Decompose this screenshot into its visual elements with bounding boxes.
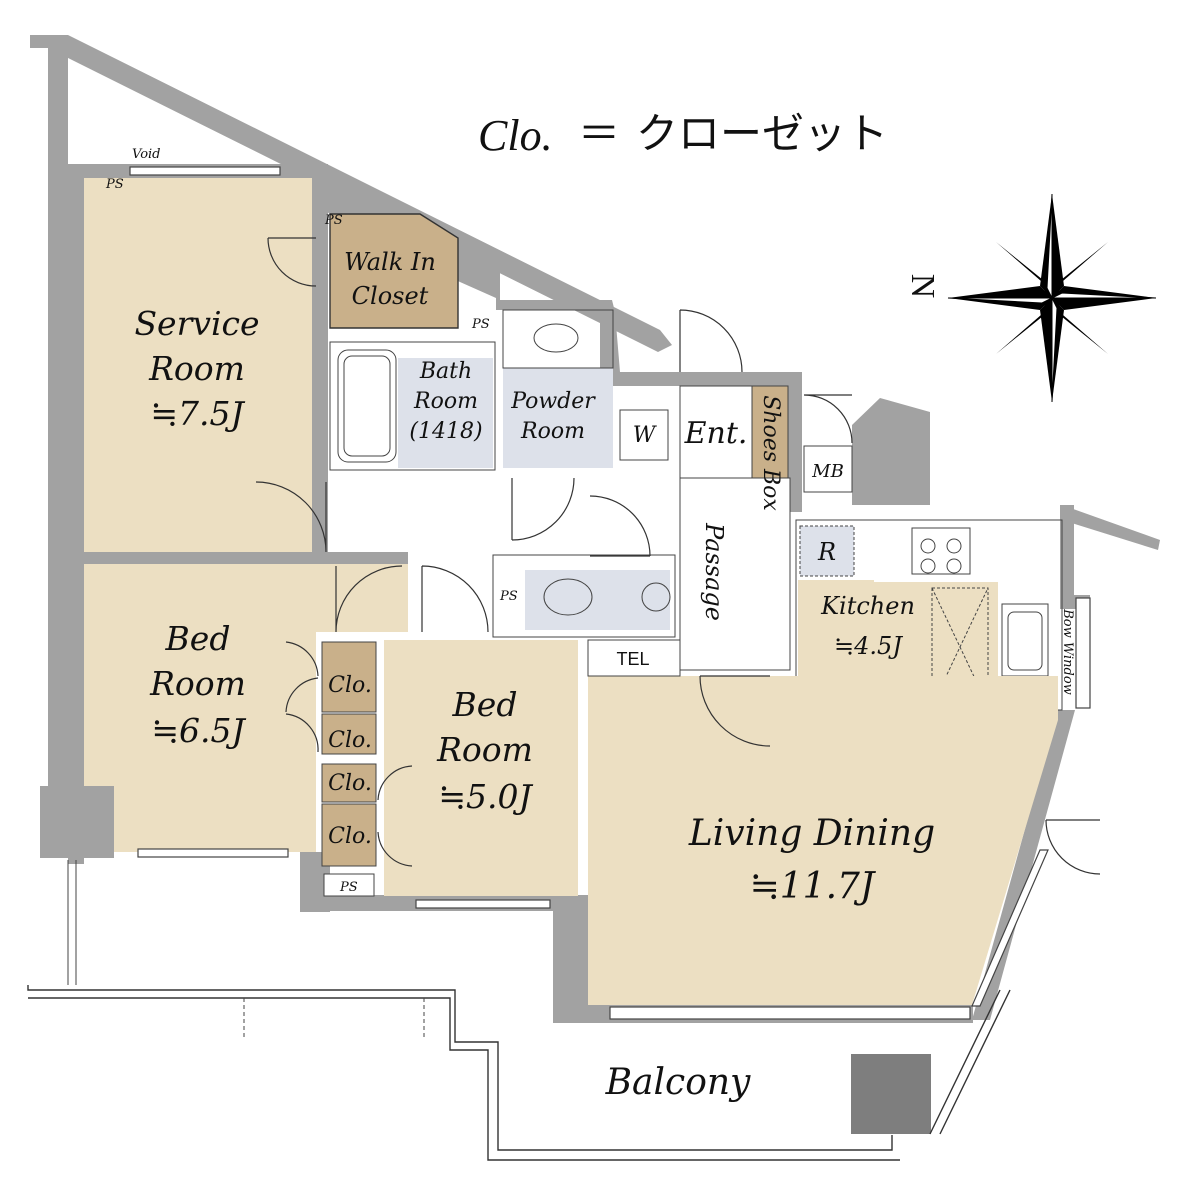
legend-meaning: クローゼット — [636, 109, 888, 158]
powder-room-name: Powder — [510, 389, 596, 414]
shoes-box-label: Shoes Box — [758, 395, 783, 511]
pipe-space-label: PS — [499, 589, 518, 604]
doors — [255, 237, 1101, 875]
bed-room-1-name: Bed — [165, 619, 231, 658]
passage-label: Passage — [700, 522, 728, 621]
service-room-name: Room — [148, 349, 245, 388]
bow-window-label: Bow Window — [1060, 608, 1075, 695]
service-room-size: ≒7.5J — [150, 394, 245, 433]
closet-label: Clo. — [328, 673, 372, 698]
walk-in-closet-name: Walk In — [344, 248, 436, 276]
bed-room-1-name: Room — [149, 664, 246, 703]
living-dining-name: Living Dining — [688, 813, 935, 854]
bed-room-2-floor — [384, 640, 578, 896]
toilet-floor — [525, 570, 670, 630]
washer-label: W — [633, 423, 658, 448]
kitchen-size: ≒4.5J — [834, 632, 903, 660]
refrigerator-label: R — [817, 538, 836, 566]
legend-equals: ＝ — [578, 109, 620, 158]
closet-label: Clo. — [328, 728, 372, 753]
powder-room-name: Room — [520, 419, 585, 444]
powder-room-floor — [503, 368, 613, 468]
bath-room-code: (1418) — [409, 419, 482, 444]
compass-rose-icon — [947, 193, 1157, 403]
bath-room-name: Bath — [419, 359, 472, 384]
refrigerator-box — [800, 526, 854, 576]
compass-north-label: N — [904, 274, 941, 299]
pipe-space-label: PS — [471, 317, 490, 332]
living-dining-floor — [588, 676, 1058, 1005]
bath-room-floor — [398, 358, 493, 468]
bed-room-2-name: Bed — [452, 685, 518, 724]
meter-box-label: MB — [811, 461, 844, 482]
service-room-floor — [84, 178, 312, 552]
bed-room-1-floor — [84, 564, 408, 852]
service-room-name: Service — [134, 304, 259, 343]
pipe-space-label: PS — [324, 213, 343, 228]
bed-room-1-size: ≒6.5J — [151, 711, 246, 750]
pipe-space-label: PS — [105, 177, 124, 192]
closet-label: Clo. — [328, 771, 372, 796]
entrance-label: Ent. — [684, 416, 748, 451]
pipe-space-label: PS — [339, 880, 358, 895]
closet-label: Clo. — [328, 824, 372, 849]
telephone-label: TEL — [616, 649, 649, 669]
balcony-label: Balcony — [605, 1062, 751, 1103]
walk-in-closet-name: Closet — [352, 282, 429, 310]
void-label: Void — [132, 147, 161, 162]
bed-room-2-name: Room — [436, 730, 533, 769]
legend-abbreviation: Clo. — [478, 111, 553, 160]
walk-in-closet-floor — [330, 214, 458, 328]
living-dining-size: ≒11.7J — [750, 866, 877, 907]
bath-room-name: Room — [413, 389, 478, 414]
kitchen-name: Kitchen — [820, 592, 915, 620]
bed-room-2-size: ≒5.0J — [438, 777, 533, 816]
